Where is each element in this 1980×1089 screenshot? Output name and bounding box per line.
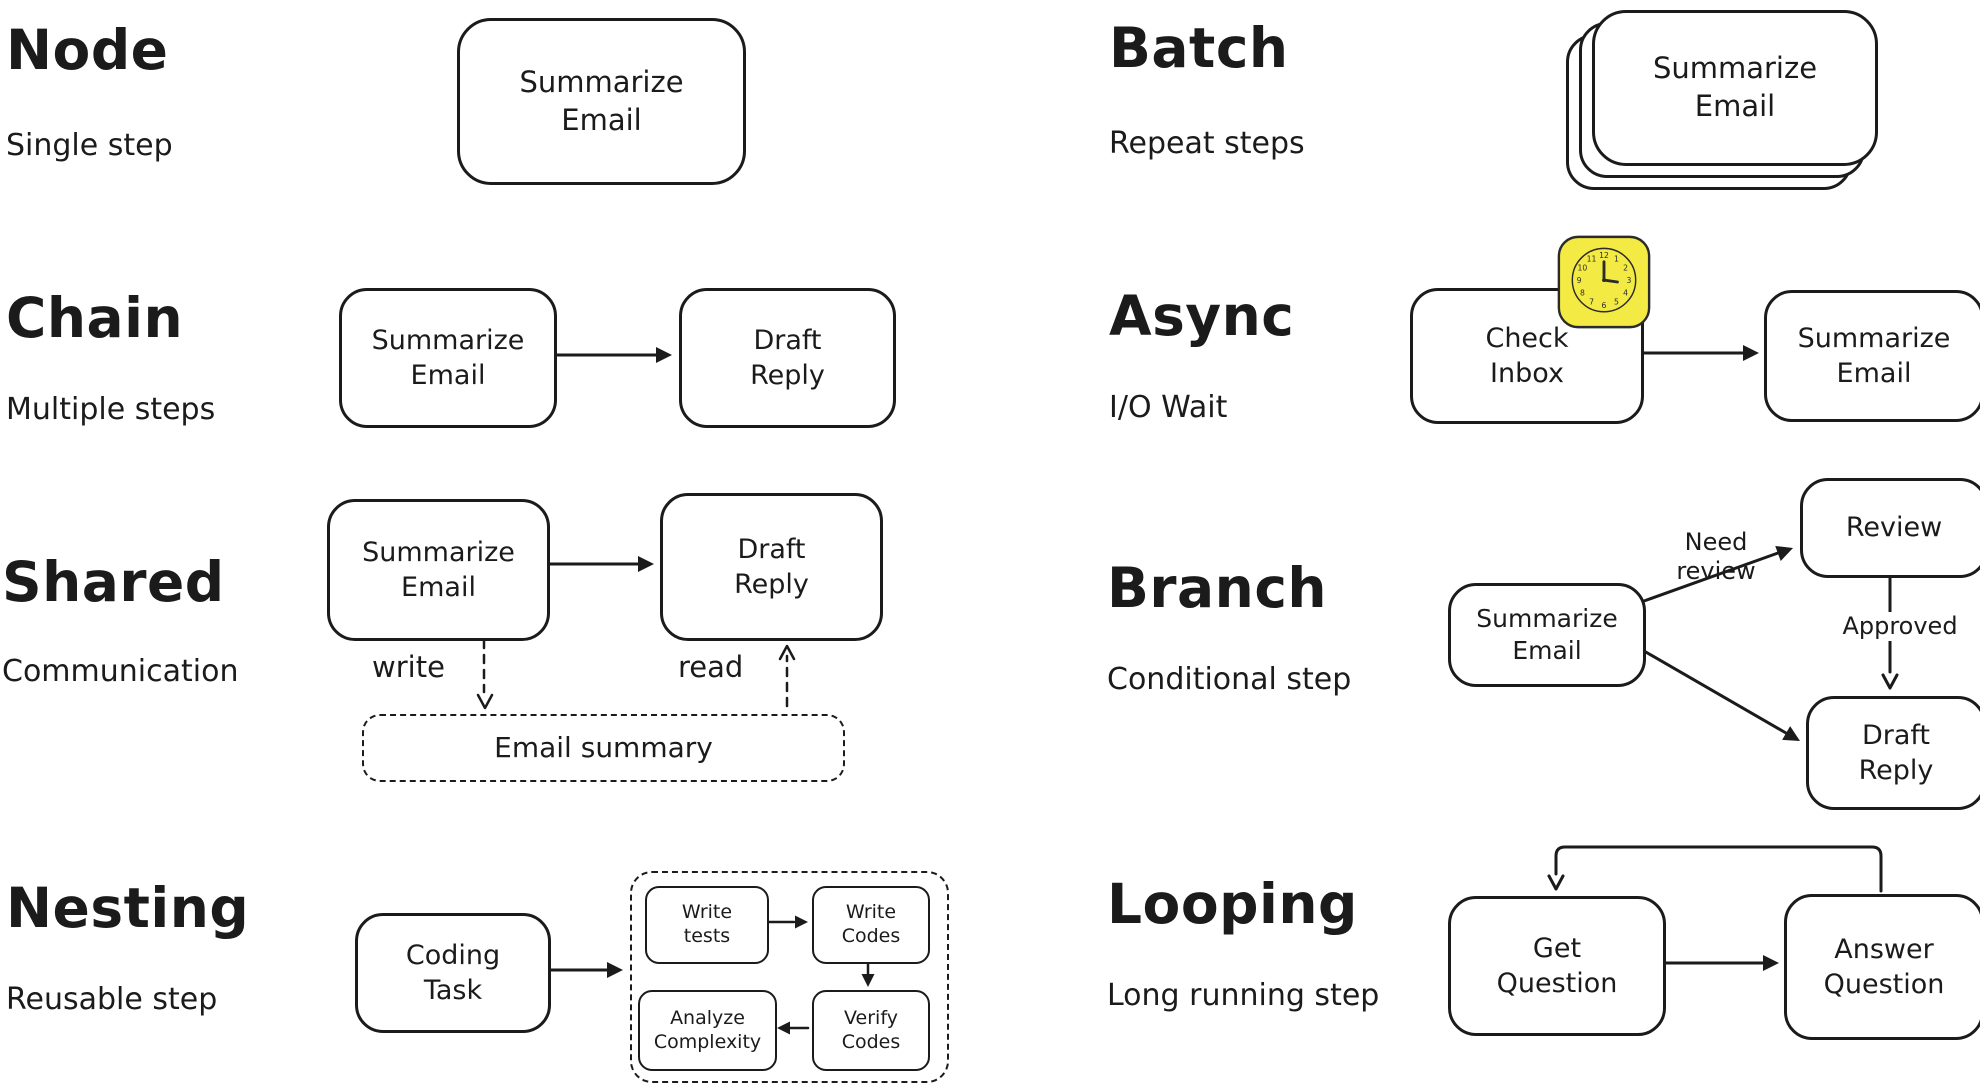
nesting-subtitle: Reusable step xyxy=(6,982,218,1017)
svg-text:4: 4 xyxy=(1623,288,1628,297)
svg-text:8: 8 xyxy=(1580,288,1585,297)
shared-store-email-summary: Email summary xyxy=(362,714,845,782)
nesting-arrow xyxy=(546,962,623,978)
nesting-title: Nesting xyxy=(6,876,250,940)
batch-title: Batch xyxy=(1109,16,1289,80)
chain-arrow xyxy=(551,347,672,363)
node-title: Node xyxy=(6,18,169,82)
branch-title: Branch xyxy=(1107,556,1328,620)
batch-box-summarize-email: Summarize Email xyxy=(1592,10,1878,166)
branch-box-review: Review xyxy=(1800,478,1980,578)
svg-text:10: 10 xyxy=(1578,263,1588,272)
looping-back-arrow xyxy=(1547,845,1883,893)
svg-text:1: 1 xyxy=(1614,254,1619,263)
chain-box-summarize-email: Summarize Email xyxy=(339,288,557,428)
svg-text:3: 3 xyxy=(1627,276,1632,285)
svg-text:11: 11 xyxy=(1587,254,1597,263)
branch-approved-label: Approved xyxy=(1832,612,1968,641)
looping-box-answer-question: Answer Question xyxy=(1784,894,1980,1040)
node-box-summarize-email: Summarize Email xyxy=(457,18,746,185)
shared-write-arrow xyxy=(476,638,494,710)
nesting-codes-to-verify-arrow xyxy=(861,960,875,987)
branch-need-review-arrow xyxy=(1642,545,1793,603)
shared-write-label: write xyxy=(372,650,445,684)
async-arrow xyxy=(1640,345,1759,361)
looping-box-get-question: Get Question xyxy=(1448,896,1666,1036)
shared-box-summarize-email: Summarize Email xyxy=(327,499,550,641)
async-subtitle: I/O Wait xyxy=(1109,390,1228,425)
nesting-box-write-codes: Write Codes xyxy=(812,886,930,964)
async-box-summarize-email: Summarize Email xyxy=(1764,290,1980,422)
shared-subtitle: Communication xyxy=(2,654,239,689)
nesting-tests-to-codes-arrow xyxy=(766,915,808,929)
batch-subtitle: Repeat steps xyxy=(1109,126,1305,161)
async-box-check-inbox: Check Inbox xyxy=(1410,288,1644,424)
looping-title: Looping xyxy=(1107,872,1358,936)
svg-text:7: 7 xyxy=(1589,298,1594,307)
shared-arrow xyxy=(546,556,654,572)
nesting-box-analyze-complexity: Analyze Complexity xyxy=(638,990,777,1071)
shared-box-draft-reply: Draft Reply xyxy=(660,493,883,641)
svg-text:9: 9 xyxy=(1577,276,1582,285)
looping-arrow xyxy=(1661,955,1779,971)
svg-text:2: 2 xyxy=(1623,263,1628,272)
svg-text:5: 5 xyxy=(1614,298,1619,307)
shared-title: Shared xyxy=(2,550,225,614)
looping-subtitle: Long running step xyxy=(1107,978,1380,1013)
chain-box-draft-reply: Draft Reply xyxy=(679,288,896,428)
nesting-verify-to-analyze-arrow xyxy=(777,1021,810,1035)
branch-box-draft-reply: Draft Reply xyxy=(1806,696,1980,810)
nesting-box-verify-codes: Verify Codes xyxy=(812,990,930,1071)
shared-read-arrow xyxy=(778,644,796,708)
chain-title: Chain xyxy=(6,286,184,350)
svg-text:12: 12 xyxy=(1599,251,1609,260)
nesting-box-coding-task: Coding Task xyxy=(355,913,551,1033)
branch-need-review-label: Need review xyxy=(1676,528,1756,585)
nesting-box-write-tests: Write tests xyxy=(645,886,769,964)
shared-read-label: read xyxy=(678,650,744,684)
chain-subtitle: Multiple steps xyxy=(6,392,216,427)
clock-hour-hand xyxy=(1602,278,1619,284)
branch-subtitle: Conditional step xyxy=(1107,662,1352,697)
svg-text:6: 6 xyxy=(1602,301,1607,310)
branch-draft-arrow xyxy=(1642,649,1800,741)
branch-box-summarize-email: Summarize Email xyxy=(1448,583,1646,687)
async-title: Async xyxy=(1109,284,1295,348)
node-subtitle: Single step xyxy=(6,128,173,163)
